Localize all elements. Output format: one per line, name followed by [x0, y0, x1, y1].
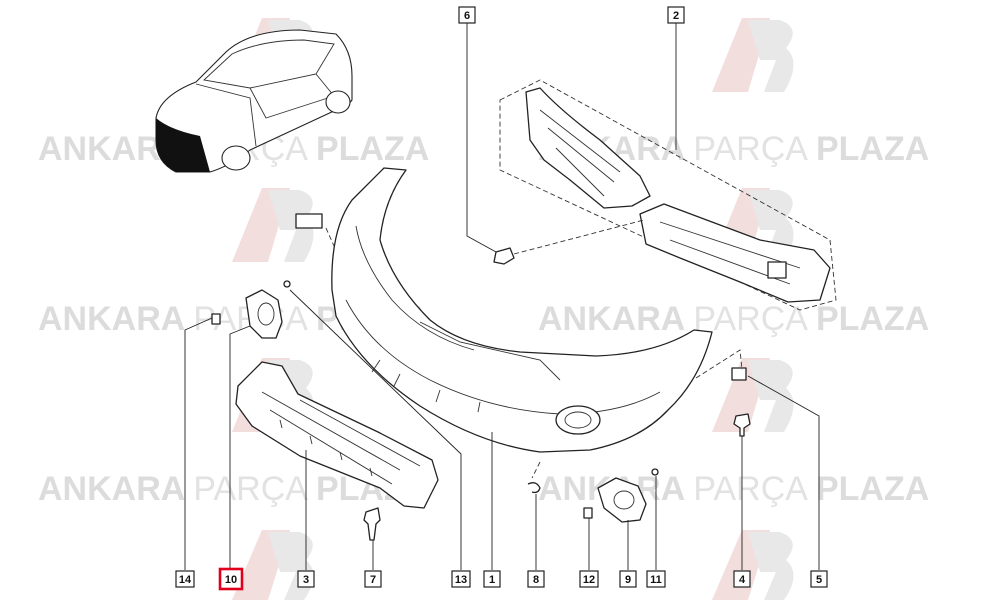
callout-10: 10 — [218, 567, 244, 591]
watermark-brand: PARÇA — [693, 130, 808, 168]
callout-label: 11 — [650, 574, 662, 586]
callout-5: 5 — [810, 570, 828, 588]
part-3-lower-undertray — [235, 361, 439, 509]
part-11-screw — [651, 468, 659, 476]
callout-label: 4 — [739, 574, 746, 586]
watermark-brand: ANKARA — [538, 300, 685, 338]
part-13-screw — [283, 280, 291, 288]
watermark-brand: PARÇA — [693, 470, 808, 508]
callout-4: 4 — [733, 570, 751, 588]
callouts: 6 2 14 10 3 7 13 1 — [175, 6, 828, 591]
part-12-nut — [583, 507, 593, 519]
part-8-ring — [527, 482, 541, 494]
watermark-logo — [712, 530, 794, 600]
callout-1: 1 — [483, 570, 501, 588]
callout-13: 13 — [451, 570, 471, 588]
callout-9: 9 — [619, 570, 637, 588]
part-10-fog-bracket-left — [245, 289, 283, 339]
callout-label: 8 — [533, 574, 539, 586]
car-thumbnail — [155, 29, 353, 173]
watermark-brand: ANKARA — [38, 300, 185, 338]
watermark-brand: PLAZA — [816, 130, 929, 168]
part-7-rivet — [363, 507, 381, 541]
part-1-bumper-cover — [331, 167, 713, 453]
fasteners — [211, 213, 751, 541]
part-6-clip — [493, 247, 515, 265]
part-2-absorber-group — [499, 79, 837, 311]
callout-6: 6 — [458, 6, 476, 24]
part-9-fog-bracket-right — [597, 477, 647, 523]
watermark-logo — [712, 358, 794, 432]
callout-label: 13 — [455, 574, 467, 586]
callout-3: 3 — [297, 570, 315, 588]
watermark-logo — [232, 188, 314, 262]
callout-label: 7 — [370, 574, 376, 586]
callout-label: 10 — [225, 574, 237, 586]
watermark-brand: PLAZA — [816, 300, 929, 338]
callout-7: 7 — [364, 570, 382, 588]
callout-11: 11 — [646, 570, 666, 588]
callout-2: 2 — [667, 6, 685, 24]
callout-label: 6 — [464, 10, 470, 22]
part-5-clip — [731, 367, 747, 381]
callout-12: 12 — [579, 570, 599, 588]
callout-14: 14 — [175, 570, 195, 588]
callout-label: 5 — [816, 574, 822, 586]
license-plate-clip — [295, 213, 323, 229]
watermark-logo — [712, 18, 794, 92]
callout-label: 3 — [303, 574, 309, 586]
callout-8: 8 — [527, 570, 545, 588]
leader-lines — [184, 22, 820, 570]
part-4-clip — [733, 413, 751, 437]
watermark-logo — [232, 530, 314, 600]
front-bumper-highlight — [156, 118, 210, 172]
callout-label: 9 — [625, 574, 631, 586]
watermark-brand: PLAZA — [316, 130, 429, 168]
callout-label: 14 — [179, 574, 192, 586]
callout-label: 1 — [489, 574, 495, 586]
callout-label: 12 — [583, 574, 595, 586]
watermark-brand: PLAZA — [816, 470, 929, 508]
part-14-clip — [211, 313, 221, 325]
callout-label: 2 — [673, 10, 679, 22]
watermark-brand: PARÇA — [193, 470, 308, 508]
watermark-brand: ANKARA — [38, 470, 185, 508]
